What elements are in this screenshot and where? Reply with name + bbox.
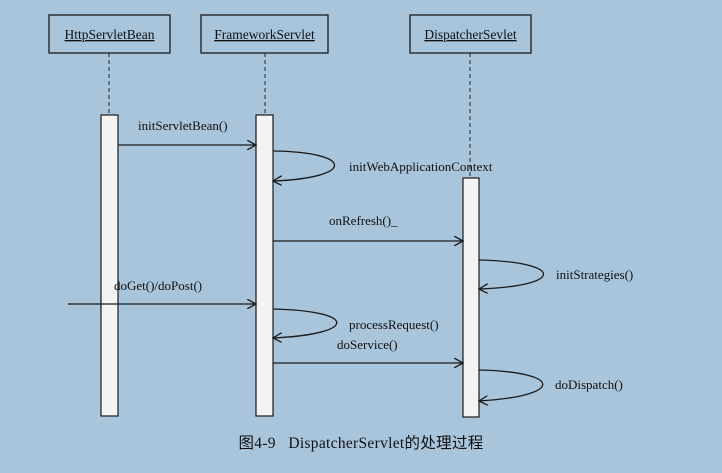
msg-init-servlet-bean: initServletBean() <box>138 118 228 133</box>
msg-do-get-do-post: doGet()/doPost() <box>114 278 202 293</box>
participant-http-servlet-bean: HttpServletBean <box>48 14 171 54</box>
participant-label-framework-servlet: FrameworkServlet <box>214 27 315 42</box>
participant-framework-servlet: FrameworkServlet <box>200 14 329 54</box>
activation-bar-http-servlet-bean <box>100 114 119 417</box>
activation-bar-framework-servlet <box>255 114 274 417</box>
participant-dispatcher-servlet: DispatcherSevlet <box>409 14 532 54</box>
figure-caption: 图4-9 DispatcherServlet的处理过程 <box>238 434 483 452</box>
msg-do-service: doService() <box>337 337 398 352</box>
self-arrow-do-dispatch <box>479 369 544 401</box>
msg-on-refresh: onRefresh()_ <box>329 213 398 228</box>
msg-process-request: processRequest() <box>349 317 439 332</box>
self-arrow-init-web-application-context <box>273 150 336 181</box>
msg-init-web-application-context: initWebApplicationContext <box>349 159 493 174</box>
participant-label-dispatcher-servlet: DispatcherSevlet <box>424 27 516 42</box>
activation-bar-dispatcher-servlet <box>462 177 480 418</box>
msg-do-dispatch: doDispatch() <box>555 377 623 392</box>
msg-init-strategies: initStrategies() <box>556 267 633 282</box>
participant-label-http-servlet-bean: HttpServletBean <box>65 27 155 42</box>
self-arrow-process-request <box>273 308 338 338</box>
self-arrow-init-strategies <box>479 259 544 289</box>
